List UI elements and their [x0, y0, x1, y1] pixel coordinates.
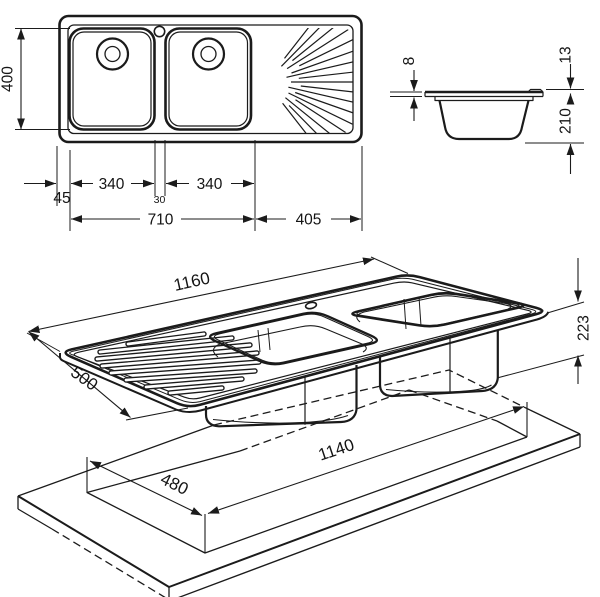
dim-400: 400: [0, 28, 70, 130]
sink-inner-rim: [67, 24, 354, 135]
bowl-left-inner: [72, 31, 152, 127]
dim-label-drainer-width: 405: [296, 212, 322, 229]
dim-label-center-gap: 30: [154, 194, 166, 206]
dim-label-overall-length: 1160: [172, 268, 212, 294]
mounting-flange: [434, 96, 534, 102]
dim-label-rim-height: 13: [558, 46, 575, 63]
bowl-right-underside: [378, 330, 499, 398]
dim-label-bowl-depth: 210: [558, 108, 575, 134]
dim-label-bowl-left-width: 340: [99, 176, 125, 193]
drainer-fan: [280, 28, 353, 133]
dim-label-rim-sheet-thickness: 8: [401, 57, 418, 66]
dim-label-bowls-span: 710: [148, 212, 174, 229]
bowl-right: [164, 27, 253, 131]
dim-label-bowl-right-width: 340: [197, 176, 223, 193]
dim-label-edge-offset: 45: [53, 190, 70, 207]
dim-row-2: 710 405: [71, 212, 361, 229]
dim-row-1: 45 340 30 340: [24, 176, 254, 207]
dim-label-cutout-width: 480: [157, 469, 191, 499]
drain-right-hole-icon: [200, 45, 217, 63]
dim-label-cutout-length: 1140: [316, 435, 357, 465]
dim-label-overall-depth: 223: [576, 315, 593, 341]
rim-edge-profile: [527, 88, 544, 97]
dim-480: 480: [89, 460, 203, 516]
countertop: [17, 369, 581, 597]
iso-view: 1160 500 223 1140 480: [17, 256, 593, 597]
bowl-section-profile: [438, 100, 530, 141]
tap-hole-icon: [153, 25, 166, 38]
dim-8: 8: [390, 57, 422, 121]
bowl-left: [68, 27, 156, 131]
drain-right-icon: [191, 37, 226, 71]
section-view: 8 13 210: [390, 46, 584, 174]
drain-left-icon: [95, 37, 130, 71]
dim-label-bowl-depth-front: 400: [0, 66, 17, 92]
dim-223: 223: [496, 258, 593, 384]
bowl-right-inner: [168, 31, 249, 127]
dim-13-210: 13 210: [525, 46, 584, 174]
drain-left-hole-icon: [104, 45, 121, 63]
sink-outer-rim: [58, 14, 363, 144]
plan-extension-lines: [56, 140, 363, 231]
plan-view: 400 45 340 30 340 710 4: [0, 14, 363, 231]
